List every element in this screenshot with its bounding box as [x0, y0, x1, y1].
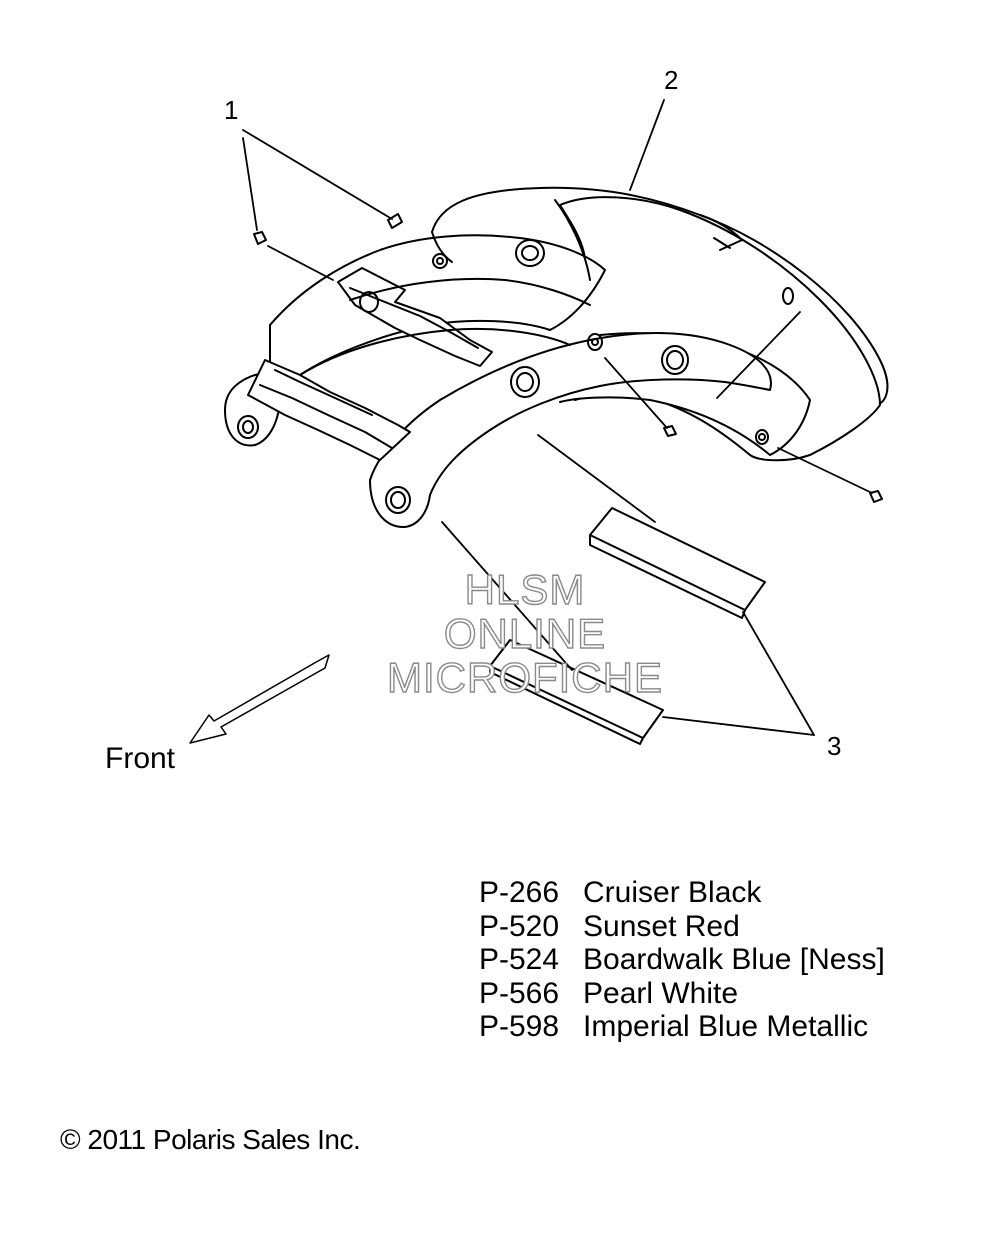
color-code: P-520 — [479, 909, 560, 943]
color-name: Pearl White — [583, 976, 739, 1010]
color-option-row: P-524 Boardwalk Blue [Ness] — [479, 943, 885, 977]
color-code: P-266 — [479, 876, 560, 909]
callout-number-1: 1 — [224, 95, 239, 125]
watermark-line-1: HLSM — [464, 566, 586, 613]
color-option-row: P-598 Imperial Blue Metallic — [479, 1010, 885, 1044]
color-name: Imperial Blue Metallic — [583, 1010, 869, 1043]
color-option-row: P-266 Cruiser Black — [479, 876, 885, 910]
front-direction-label: Front — [105, 742, 176, 775]
color-options-list: P-266 Cruiser Black P-520 Sunset Red P-524… — [479, 876, 885, 1044]
watermark: HLSM ONLINE MICROFICHE — [360, 566, 690, 701]
color-code: P-524 — [479, 943, 560, 976]
callout-number-3: 3 — [827, 731, 842, 761]
watermark-line-3: MICROFICHE — [386, 654, 663, 701]
fender — [224, 186, 889, 529]
color-code: P-566 — [479, 976, 560, 1010]
color-name: Cruiser Black — [583, 876, 762, 909]
color-name: Sunset Red — [583, 909, 740, 943]
callout-number-2: 2 — [664, 65, 679, 95]
color-name: Boardwalk Blue [Ness] — [583, 943, 885, 976]
front-arrow — [189, 654, 330, 744]
color-code: P-598 — [479, 1010, 560, 1043]
color-option-row: P-566 Pearl White — [479, 977, 885, 1011]
watermark-line-2: ONLINE — [443, 610, 607, 657]
color-option-row: P-520 Sunset Red — [479, 910, 885, 944]
copyright-notice: © 2011 Polaris Sales Inc. — [60, 1124, 361, 1155]
leader-lines — [242, 99, 873, 736]
